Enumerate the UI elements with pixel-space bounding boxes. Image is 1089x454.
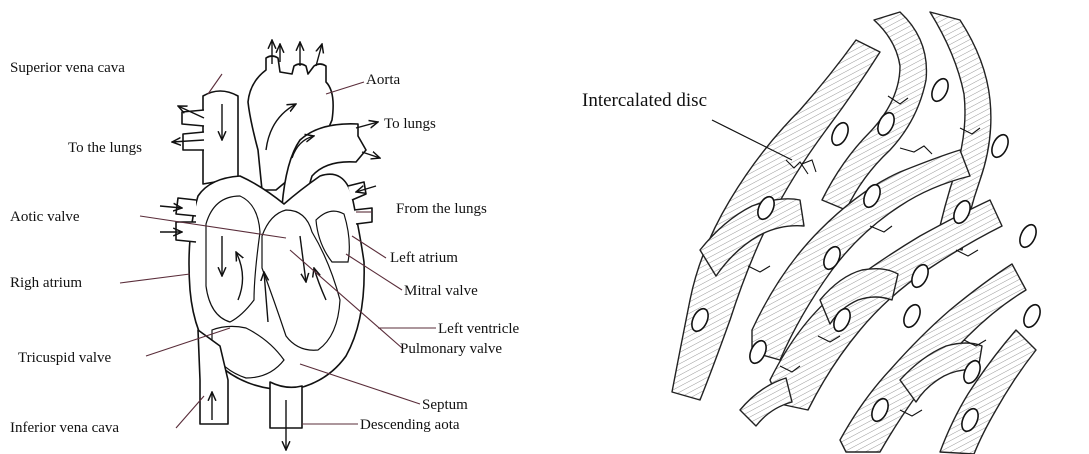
muscle-fibers (672, 12, 1036, 454)
label-to-the-lungs: To the lungs (68, 140, 142, 156)
label-aortic-valve: Aotic valve (10, 209, 80, 225)
label-tricuspid-valve: Tricuspid valve (18, 350, 112, 366)
label-descending-aorta: Descending aota (360, 417, 460, 433)
label-inferior-vena-cava: Inferior vena cava (10, 420, 119, 436)
label-intercalated-disc: Intercalated disc (582, 90, 707, 111)
label-to-lungs: To lungs (384, 116, 436, 132)
label-right-atrium: Righ atrium (10, 275, 82, 291)
label-left-atrium: Left atrium (390, 250, 458, 266)
label-aorta: Aorta (366, 72, 400, 88)
label-left-ventricle: Left ventricle (438, 321, 520, 337)
cardiac-muscle-diagram: Intercalated disc (582, 12, 1043, 454)
label-septum: Septum (422, 397, 468, 413)
label-pulmonary-valve: Pulmonary valve (400, 341, 502, 357)
heart-diagram: Superior vena cava Aorta To lungs To the… (10, 40, 520, 450)
label-superior-vena-cava: Superior vena cava (10, 60, 125, 76)
superior-vena-cava-vessel (203, 91, 238, 184)
label-from-the-lungs: From the lungs (396, 201, 487, 217)
label-mitral-valve: Mitral valve (404, 283, 478, 299)
